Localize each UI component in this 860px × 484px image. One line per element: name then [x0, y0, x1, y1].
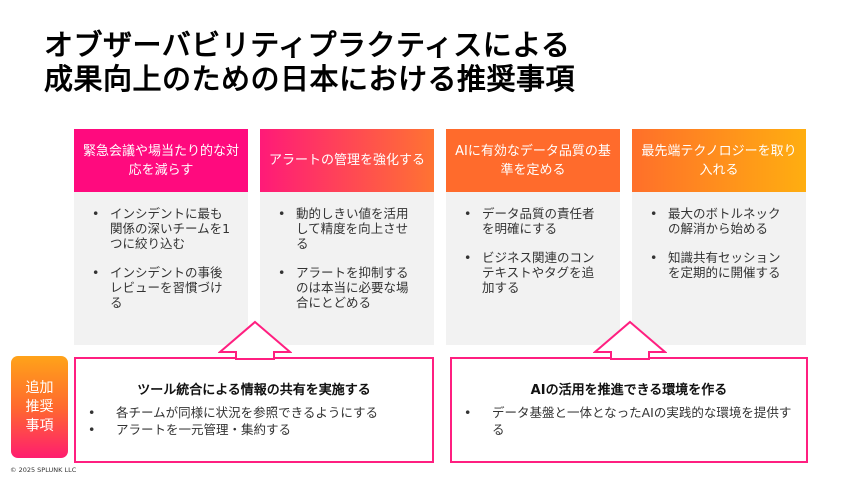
- list-item: アラートを一元管理・集約する: [86, 421, 422, 438]
- column-header: 最先端テクノロジーを取り入れる: [632, 129, 806, 192]
- recommendation-column-4: 最先端テクノロジーを取り入れる 最大のボトルネックの解消から始める知識共有セッシ…: [632, 129, 806, 345]
- recommendation-column-1: 緊急会議や場当たり的な対応を減らす インシデントに最も関係の深いチームを1つに絞…: [74, 129, 248, 345]
- list-item: ビジネス関連のコンテキストやタグを追加する: [464, 250, 606, 295]
- column-header: AIに有効なデータ品質の基準を定める: [446, 129, 620, 192]
- up-arrow-icon: [218, 320, 292, 360]
- list-item: 最大のボトルネックの解消から始める: [650, 206, 792, 236]
- up-arrow-icon: [593, 320, 667, 360]
- list-item: インシデントに最も関係の深いチームを1つに絞り込む: [92, 206, 234, 251]
- column-header: 緊急会議や場当たり的な対応を減らす: [74, 129, 248, 192]
- box-title: AIの活用を推進できる環境を作る: [530, 383, 728, 398]
- list-item: 知識共有セッションを定期的に開催する: [650, 250, 792, 280]
- list-item: データ品質の責任者を明確にする: [464, 206, 606, 236]
- list-item: データ基盤と一体となったAIの実践的な環境を提供する: [462, 404, 796, 438]
- box-title: ツール統合による情報の共有を実施する: [137, 383, 371, 398]
- list-item: アラートを抑制するのは本当に必要な場合にとどめる: [278, 265, 420, 310]
- page-title: オブザーバビリティプラクティスによる 成果向上のための日本における推奨事項: [44, 28, 576, 96]
- column-header: アラートの管理を強化する: [260, 129, 434, 192]
- list-item: 各チームが同様に状況を参照できるようにする: [86, 404, 422, 421]
- recommendation-column-3: AIに有効なデータ品質の基準を定める データ品質の責任者を明確にするビジネス関連…: [446, 129, 620, 345]
- list-item: インシデントの事後レビューを習慣づける: [92, 265, 234, 310]
- additional-box-1: ツール統合による情報の共有を実施する 各チームが同様に状況を参照できるようにする…: [74, 357, 434, 463]
- recommendation-column-2: アラートの管理を強化する 動的しきい値を活用して精度を向上させるアラートを抑制す…: [260, 129, 434, 345]
- additional-box-2: AIの活用を推進できる環境を作る データ基盤と一体となったAIの実践的な環境を提…: [450, 357, 808, 463]
- additional-recommendations-label: 追加推奨事項: [11, 356, 68, 458]
- list-item: 動的しきい値を活用して精度を向上させる: [278, 206, 420, 251]
- copyright: © 2025 SPLUNK LLC: [10, 466, 77, 474]
